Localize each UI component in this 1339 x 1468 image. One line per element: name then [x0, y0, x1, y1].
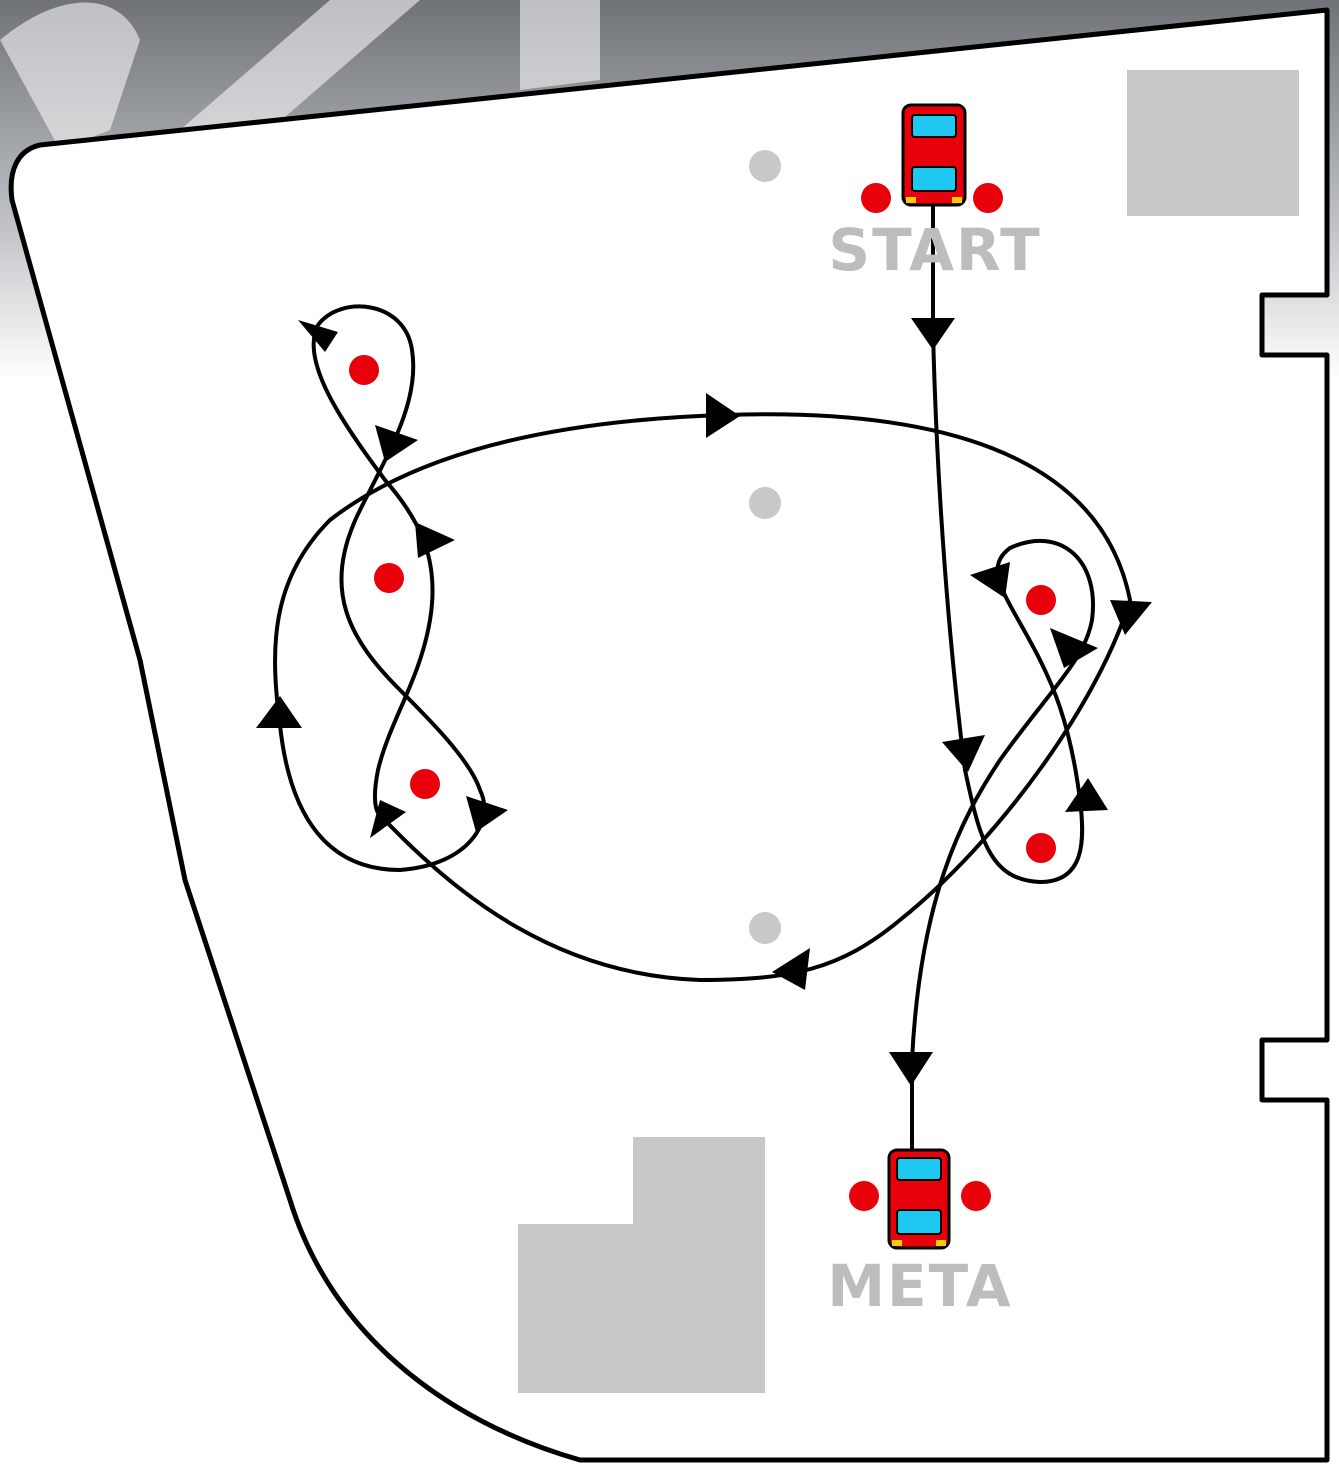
start-label: START	[828, 216, 1041, 284]
right-top-cone	[1026, 585, 1056, 615]
start-car-light-left	[906, 197, 916, 203]
finish-car-rear-window	[897, 1210, 941, 1234]
top-right-gray-area	[1127, 70, 1299, 216]
finish-car	[889, 1150, 949, 1248]
start-car-rear-window	[912, 167, 956, 191]
finish-label: META	[827, 1252, 1012, 1320]
bottom-marker	[749, 912, 781, 944]
start-car-light-right	[952, 197, 962, 203]
start-right-cone	[973, 183, 1003, 213]
finish-car-light-left	[892, 1240, 902, 1246]
right-bottom-cone	[1026, 833, 1056, 863]
left-middle-cone	[374, 563, 404, 593]
left-bottom-cone	[410, 769, 440, 799]
finish-left-cone	[849, 1181, 879, 1211]
start-car	[903, 105, 965, 205]
finish-right-cone	[961, 1181, 991, 1211]
left-top-cone	[349, 355, 379, 385]
finish-car-windshield	[897, 1158, 941, 1180]
start-car-windshield	[912, 115, 956, 137]
start-left-cone	[861, 183, 891, 213]
finish-car-light-right	[936, 1240, 946, 1246]
center-marker	[749, 487, 781, 519]
top-marker	[749, 150, 781, 182]
